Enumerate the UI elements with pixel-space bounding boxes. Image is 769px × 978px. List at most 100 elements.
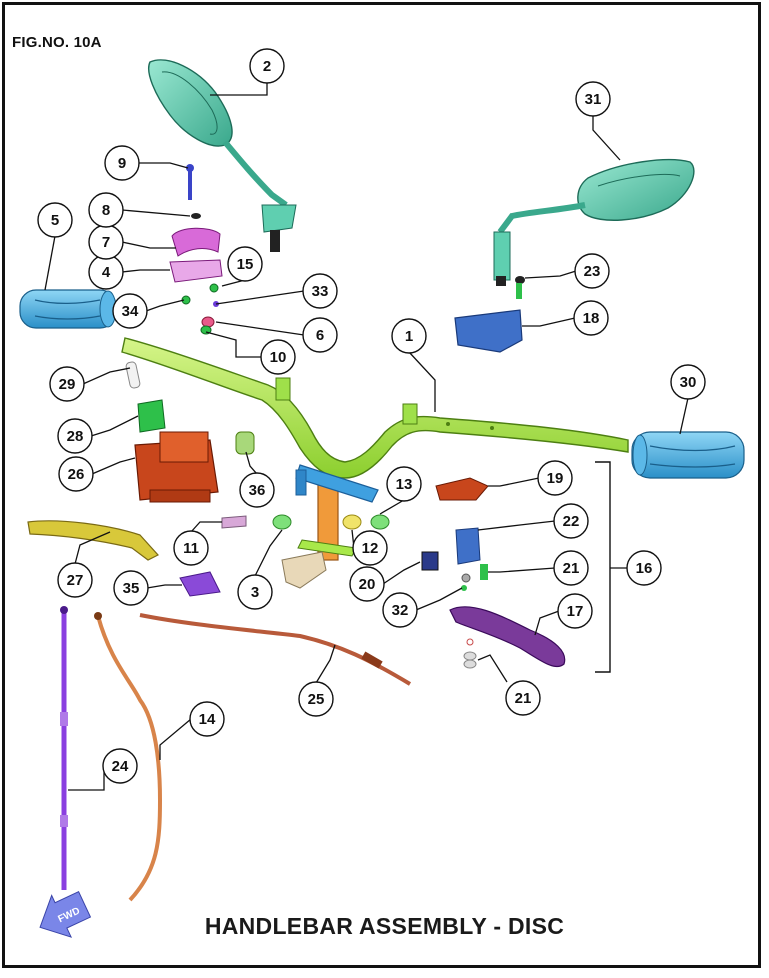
callout-number: 13 bbox=[396, 476, 413, 493]
callout-number: 34 bbox=[122, 303, 139, 320]
callout-leader-line bbox=[679, 397, 689, 435]
callout-23: 23 bbox=[524, 253, 610, 289]
callout-29: 29 bbox=[49, 366, 131, 402]
callout-18: 18 bbox=[522, 300, 609, 336]
callout-balloon bbox=[553, 550, 589, 586]
right-grip bbox=[631, 431, 745, 479]
callout-number: 1 bbox=[405, 328, 413, 345]
callout-number: 30 bbox=[680, 374, 697, 391]
callout-leader-line bbox=[408, 351, 436, 412]
callout-1: 1 bbox=[391, 318, 436, 412]
callout-35: 35 bbox=[113, 570, 182, 606]
callout-number: 29 bbox=[59, 376, 76, 393]
callout-number: 7 bbox=[102, 234, 110, 251]
callout-number: 20 bbox=[359, 576, 376, 593]
callout-9: 9 bbox=[104, 145, 189, 181]
callout-balloon bbox=[557, 593, 593, 629]
callout-balloon bbox=[113, 570, 149, 606]
callout-balloon bbox=[537, 460, 573, 496]
callout-balloon bbox=[173, 530, 209, 566]
callout-15: 15 bbox=[221, 246, 263, 287]
callout-number: 36 bbox=[249, 482, 266, 499]
callout-number: 15 bbox=[237, 256, 254, 273]
callout-number: 12 bbox=[362, 540, 379, 557]
master-cylinder bbox=[125, 361, 255, 529]
throttle-cable bbox=[94, 612, 163, 902]
callout-leader-line bbox=[379, 499, 405, 515]
callout-balloon bbox=[302, 317, 338, 353]
callout-balloon bbox=[189, 701, 225, 737]
callout-17: 17 bbox=[534, 593, 593, 636]
callout-leader-line bbox=[382, 561, 421, 585]
callout-number: 24 bbox=[112, 758, 129, 775]
callout-number: 3 bbox=[251, 584, 259, 601]
callout-number: 27 bbox=[67, 572, 84, 589]
callout-leader-line bbox=[215, 290, 305, 305]
callout-balloon bbox=[57, 418, 93, 454]
callout-balloon bbox=[298, 681, 334, 717]
callout-8: 8 bbox=[88, 192, 191, 228]
callout-balloon bbox=[352, 530, 388, 566]
callout-leader-line bbox=[210, 82, 268, 96]
callout-balloon bbox=[88, 192, 124, 228]
left-mirror bbox=[148, 59, 297, 252]
callout-balloon bbox=[102, 748, 138, 784]
callout-number: 26 bbox=[68, 466, 85, 483]
callout-21: 21 bbox=[488, 550, 589, 586]
callout-leader-line bbox=[44, 235, 56, 291]
callout-leader-line bbox=[534, 610, 560, 636]
callout-number: 21 bbox=[515, 690, 532, 707]
clutch-cable bbox=[139, 613, 412, 686]
callout-leader-line bbox=[121, 241, 176, 249]
callout-11: 11 bbox=[173, 521, 222, 566]
callout-balloon bbox=[349, 566, 385, 602]
right-mirror bbox=[493, 159, 695, 286]
callout-balloon bbox=[104, 145, 140, 181]
callout-leader-line bbox=[91, 457, 136, 475]
callout-19: 19 bbox=[488, 460, 573, 496]
callout-number: 28 bbox=[67, 428, 84, 445]
callout-leader-line bbox=[121, 269, 170, 273]
callout-6: 6 bbox=[215, 317, 338, 353]
callout-balloon bbox=[227, 246, 263, 282]
callout-10: 10 bbox=[205, 331, 296, 375]
callout-14: 14 bbox=[159, 701, 225, 760]
callout-balloon bbox=[626, 550, 662, 586]
callout-16: 16 bbox=[610, 550, 662, 586]
callout-number: 4 bbox=[102, 264, 111, 281]
callout-balloon bbox=[260, 339, 296, 375]
callout-leader-line bbox=[488, 567, 556, 573]
callout-25: 25 bbox=[298, 644, 336, 717]
callout-balloon bbox=[112, 293, 148, 329]
callout-leader-line bbox=[522, 317, 576, 327]
callout-number: 18 bbox=[583, 310, 600, 327]
callout-balloon bbox=[575, 81, 611, 117]
handlebar bbox=[121, 337, 629, 479]
left-clamp-parts bbox=[169, 164, 525, 335]
callout-balloon bbox=[57, 562, 93, 598]
callout-leader-line bbox=[190, 521, 222, 533]
callout-26: 26 bbox=[58, 456, 136, 492]
callout-number: 35 bbox=[123, 580, 140, 597]
left-lever bbox=[27, 520, 221, 597]
callout-leader-line bbox=[477, 654, 508, 683]
callout-number: 23 bbox=[584, 263, 601, 280]
callout-balloon bbox=[573, 300, 609, 336]
callout-leader-line bbox=[415, 587, 463, 611]
callout-leader-line bbox=[121, 209, 191, 217]
callout-balloon bbox=[391, 318, 427, 354]
handlebar-riser bbox=[272, 464, 390, 589]
left-grip bbox=[19, 289, 117, 329]
callout-24: 24 bbox=[68, 748, 138, 791]
callout-balloon bbox=[249, 48, 285, 84]
callout-balloon bbox=[670, 364, 706, 400]
callout-balloon bbox=[58, 456, 94, 492]
figure-number: FIG.NO. 10A bbox=[12, 34, 102, 51]
callout-balloon bbox=[574, 253, 610, 289]
callout-balloon bbox=[237, 574, 273, 610]
callout-number: 25 bbox=[308, 691, 325, 708]
callout-leader-line bbox=[245, 451, 258, 475]
